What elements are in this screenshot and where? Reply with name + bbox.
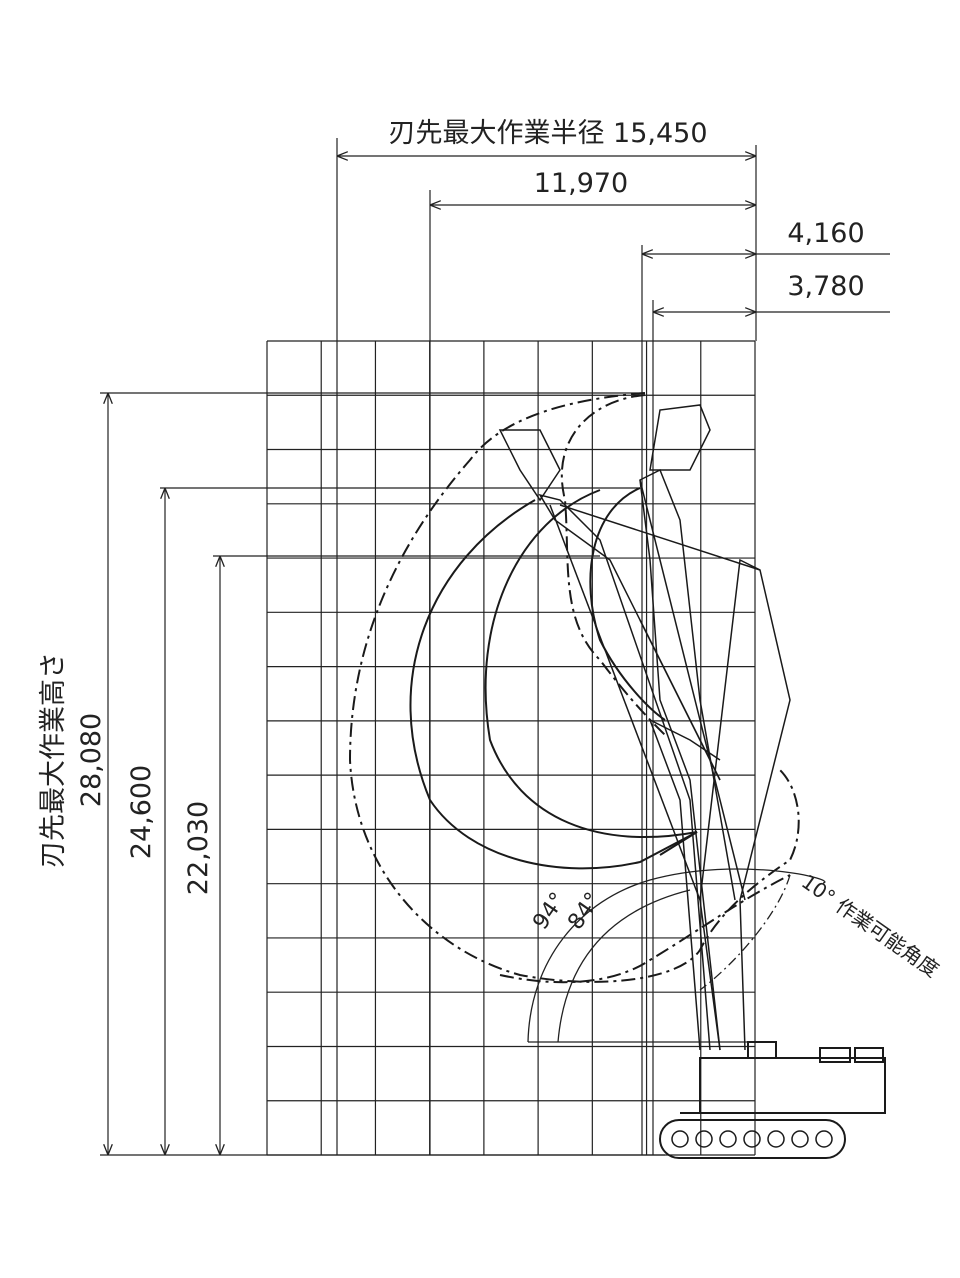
min-radius-1-value: 4,160 [787, 218, 864, 249]
track-roller [767, 1130, 785, 1148]
track-roller [719, 1130, 737, 1148]
working-envelopes [348, 392, 800, 984]
angle-84-label: 84° [563, 888, 606, 934]
outer-envelope-solid [409, 499, 698, 870]
track-roller [695, 1130, 713, 1148]
upper-structure [699, 1057, 886, 1114]
vertical-dimensions [100, 392, 665, 1156]
reach-2-value: 11,970 [534, 168, 628, 199]
max-reach-value: 15,450 [613, 118, 707, 149]
track-roller [743, 1130, 761, 1148]
max-reach-label: 刃先最大作業半径 [388, 118, 604, 149]
inner-envelope-dashed [560, 394, 666, 736]
crawler-track [659, 1119, 846, 1159]
excavator-base [659, 1041, 886, 1159]
grid [266, 340, 756, 1156]
track-roller [815, 1130, 833, 1148]
track-roller [791, 1130, 809, 1148]
working-angle-label: 10° 作業可能角度 [797, 869, 943, 981]
angle-arcs [527, 868, 826, 1043]
boom-arm-positions [498, 404, 791, 1051]
max-height-value: 28,080 [76, 713, 107, 807]
middle-envelope-solid [484, 489, 698, 856]
outer-envelope-dashed [348, 392, 800, 983]
min-radius-2-value: 3,780 [787, 271, 864, 302]
track-roller [671, 1130, 689, 1148]
svg-text:刃先最大作業半径 15,450: 刃先最大作業半径 15,450 [388, 118, 707, 149]
angle-94-label: 94° [528, 888, 571, 934]
track-rollers [671, 1130, 833, 1148]
height-3-value: 22,030 [183, 801, 214, 895]
max-height-label: 刃先最大作業高さ [38, 652, 69, 868]
height-2-value: 24,600 [126, 765, 157, 859]
ground-clearance-dashed [499, 874, 791, 984]
